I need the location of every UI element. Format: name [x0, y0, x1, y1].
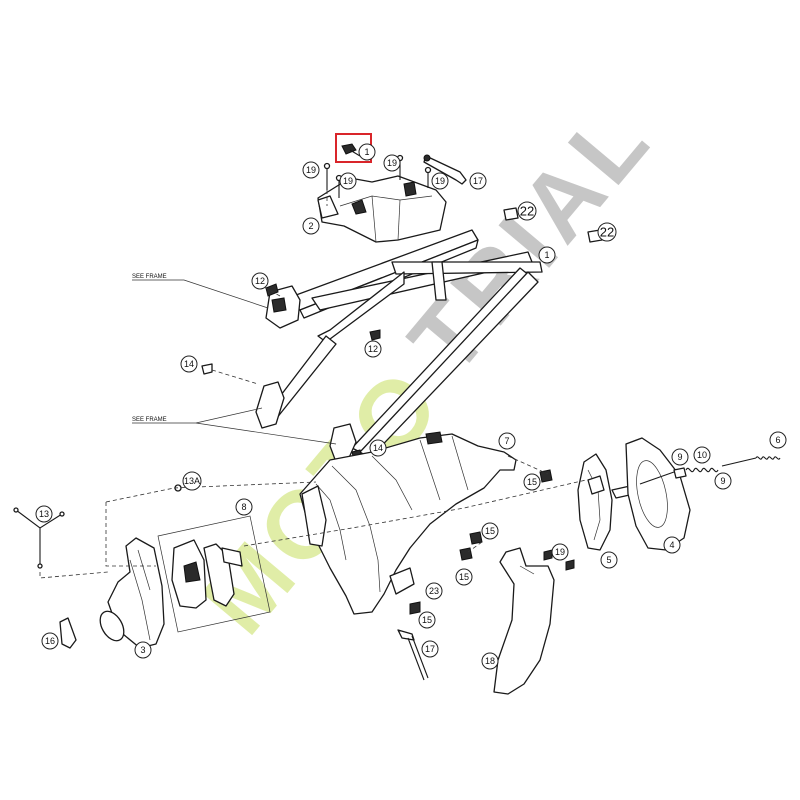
callout-19-d: 19	[431, 172, 449, 190]
callout-17-b: 17	[421, 640, 439, 658]
svg-text:7: 7	[504, 436, 509, 446]
svg-text:16: 16	[45, 636, 55, 646]
callout-15-d: 15	[418, 611, 436, 629]
callout-16: 16	[41, 632, 59, 650]
callout-9-a: 9	[671, 448, 689, 466]
svg-text:18: 18	[485, 656, 495, 666]
see-frame-note-1: SEE FRAME	[132, 274, 167, 280]
svg-text:14: 14	[184, 359, 194, 369]
svg-text:1: 1	[364, 147, 369, 157]
callout-1: 1	[538, 246, 556, 264]
see-frame-leaders: SEE FRAME SEE FRAME	[132, 274, 337, 445]
svg-text:19: 19	[555, 547, 565, 557]
svg-text:12: 12	[368, 344, 378, 354]
rear-mudguard	[493, 547, 575, 695]
callout-22-b: 22	[597, 222, 617, 242]
callout-5: 5	[600, 551, 618, 569]
svg-text:12: 12	[255, 276, 265, 286]
svg-text:10: 10	[697, 450, 707, 460]
callout-7: 7	[498, 432, 516, 450]
callout-19-a: 19	[302, 161, 320, 179]
svg-text:6: 6	[775, 435, 780, 445]
callout-8: 8	[235, 498, 253, 516]
svg-text:13A: 13A	[184, 476, 200, 486]
svg-text:14: 14	[373, 443, 383, 453]
callout-12-a: 12	[251, 272, 269, 290]
svg-text:19: 19	[306, 165, 316, 175]
clamp-16	[59, 617, 77, 649]
air-filter	[625, 437, 691, 551]
svg-text:5: 5	[606, 555, 611, 565]
callout-3: 3	[134, 641, 152, 659]
svg-text:19: 19	[387, 158, 397, 168]
svg-text:15: 15	[459, 572, 469, 582]
callout-17-a: 17	[469, 172, 487, 190]
callout-10: 10	[693, 446, 711, 464]
callout-6: 6	[769, 431, 787, 449]
strap-17-bottom	[397, 629, 429, 681]
breather-hose-13	[13, 507, 109, 579]
callout-19-e: 19	[551, 543, 569, 561]
callout-13: 13	[35, 505, 53, 523]
svg-text:8: 8	[241, 502, 246, 512]
svg-text:2: 2	[308, 221, 313, 231]
filter-cage	[577, 453, 635, 551]
callout-15-a: 15	[523, 473, 541, 491]
svg-text:22: 22	[520, 204, 534, 219]
svg-text:3: 3	[140, 645, 145, 655]
callout-15-c: 15	[455, 568, 473, 586]
callout-23: 23	[425, 582, 443, 600]
flap-assembly	[157, 515, 271, 633]
callout-18: 18	[481, 652, 499, 670]
svg-text:13: 13	[39, 509, 49, 519]
svg-text:19: 19	[343, 176, 353, 186]
callout-15-b: 15	[481, 522, 499, 540]
screws-19	[323, 154, 432, 206]
callout-1-top: 1	[358, 143, 376, 161]
svg-text:15: 15	[422, 615, 432, 625]
callouts: 1 19 19 19 19 17 2 22 22 1 12 12 14 14 7…	[35, 143, 787, 670]
subframe	[255, 229, 543, 463]
callout-19-b: 19	[383, 154, 401, 172]
battery-box	[317, 175, 447, 243]
rear-fender-airbox	[299, 431, 517, 615]
callout-12-b: 12	[364, 340, 382, 358]
svg-text:9: 9	[720, 476, 725, 486]
svg-text:19: 19	[435, 176, 445, 186]
svg-text:17: 17	[425, 644, 435, 654]
svg-text:4: 4	[669, 540, 674, 550]
callout-2: 2	[302, 217, 320, 235]
see-frame-note-2: SEE FRAME	[132, 417, 167, 423]
callout-4: 4	[663, 536, 681, 554]
callout-19-c: 19	[339, 172, 357, 190]
svg-text:1: 1	[544, 250, 549, 260]
svg-text:15: 15	[485, 526, 495, 536]
callout-22-a: 22	[517, 201, 537, 221]
callout-13a: 13A	[182, 471, 202, 491]
svg-text:17: 17	[473, 176, 483, 186]
filter-rod-assembly	[639, 456, 781, 485]
svg-text:15: 15	[527, 477, 537, 487]
svg-text:22: 22	[600, 225, 614, 240]
callout-14-a: 14	[180, 355, 198, 373]
callout-9-b: 9	[714, 472, 732, 490]
svg-text:23: 23	[429, 586, 439, 596]
callout-14-b: 14	[369, 439, 387, 457]
watermark-trial: TRIAL	[389, 85, 672, 393]
svg-text:9: 9	[677, 452, 682, 462]
strap-17-top	[423, 154, 467, 185]
